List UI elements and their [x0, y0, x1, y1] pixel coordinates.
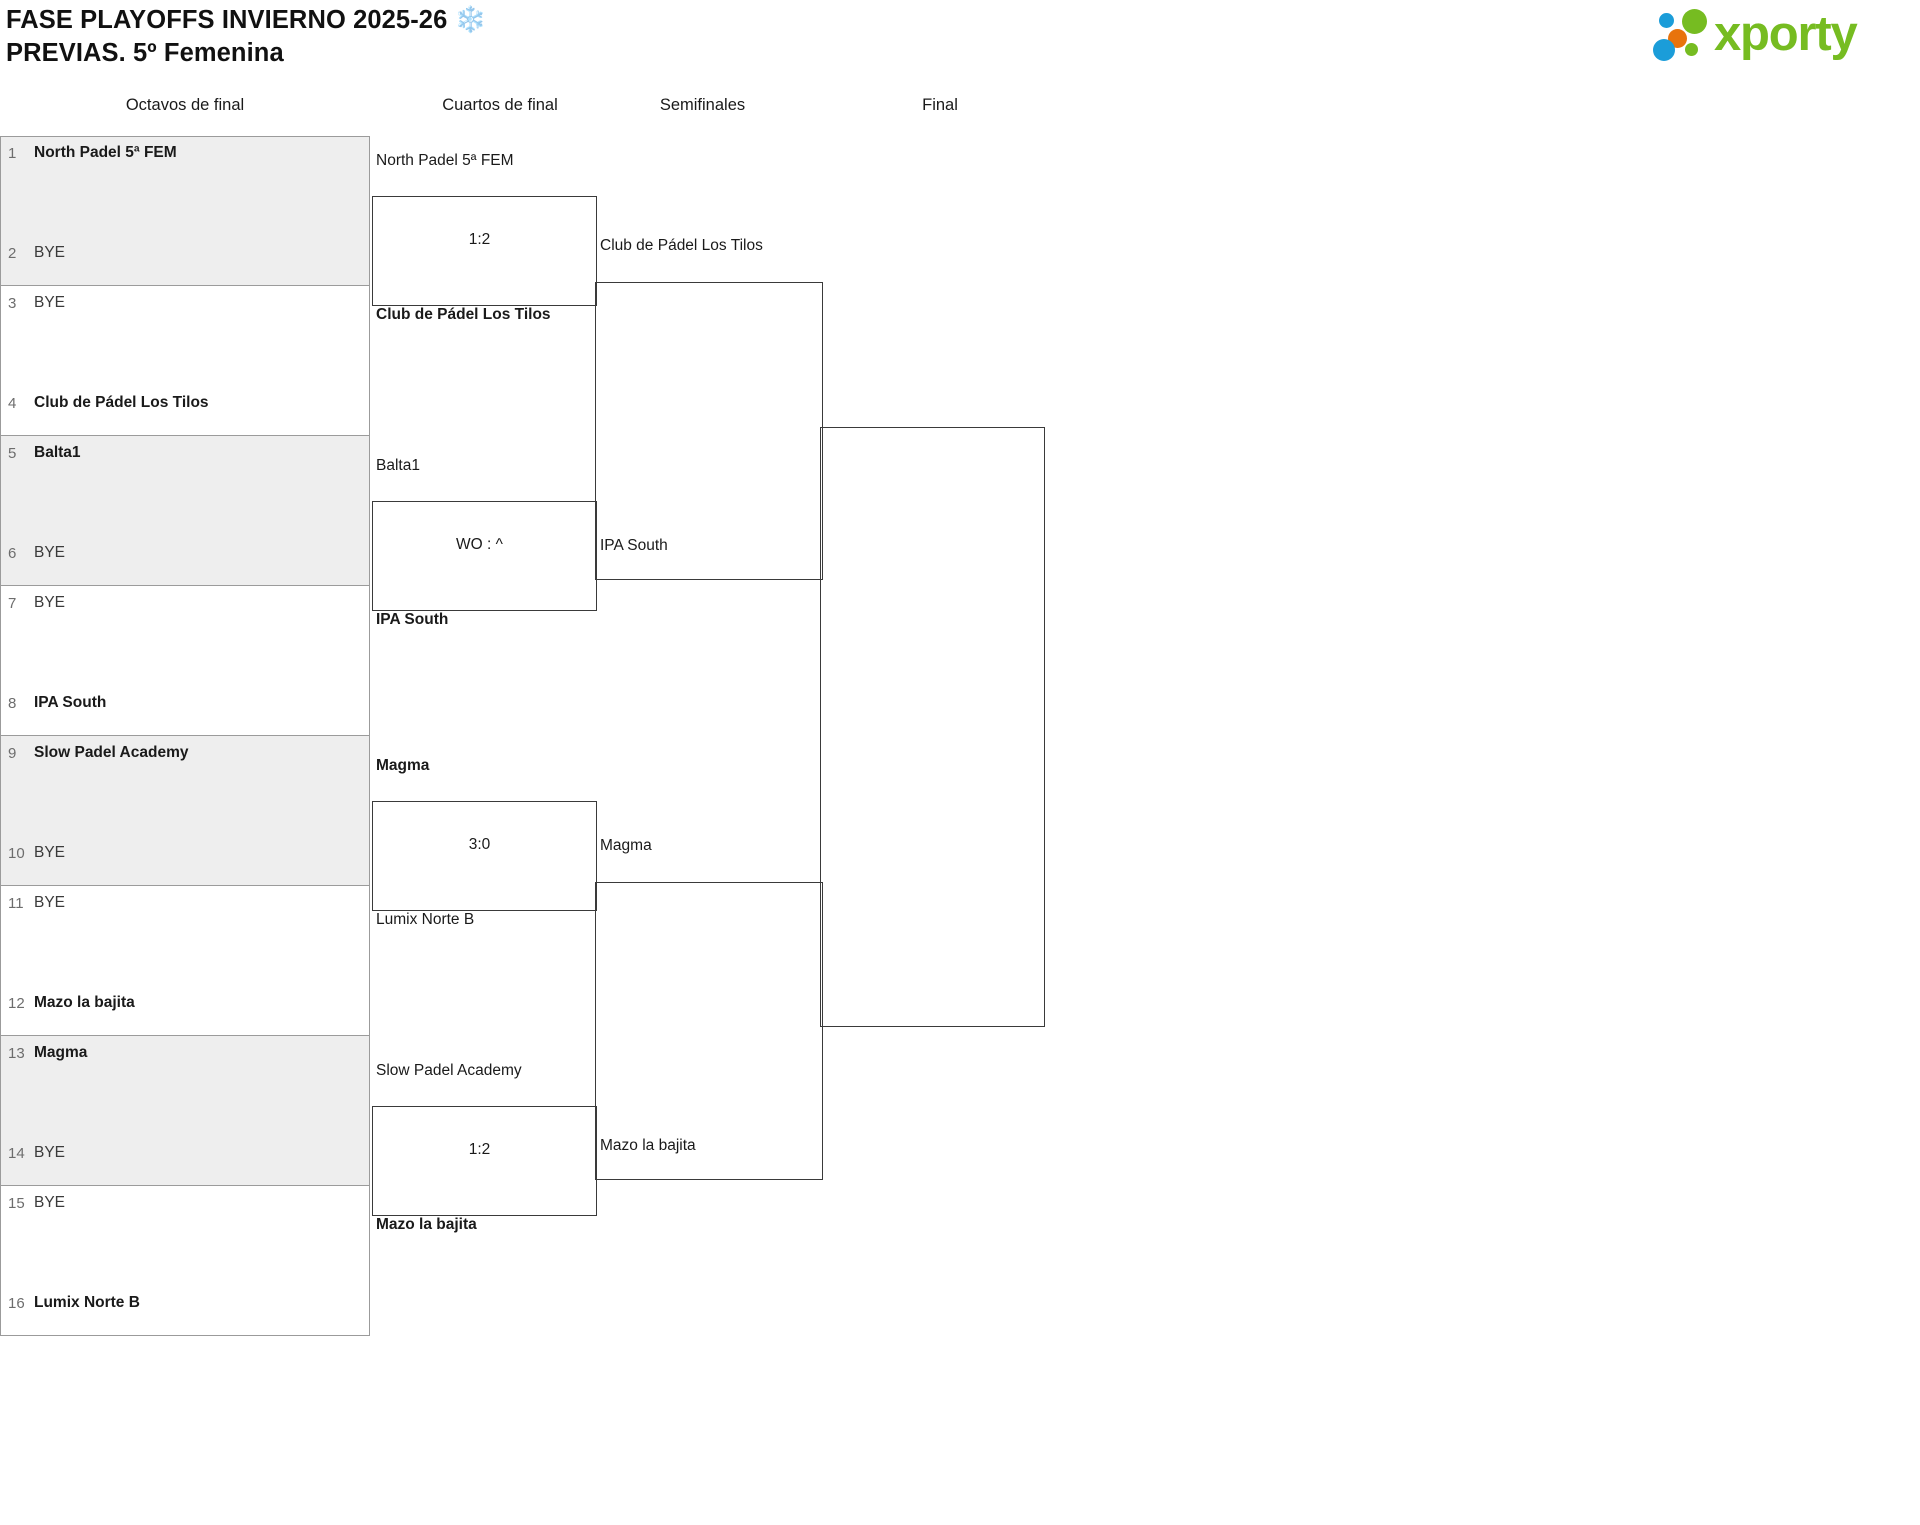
seed-name: Lumix Norte B — [34, 1294, 140, 1311]
seed-name: BYE — [34, 1194, 66, 1211]
seed-name: North Padel 5ª FEM — [34, 144, 177, 161]
qf-match-4-box[interactable] — [372, 1106, 597, 1216]
seed-slot-9[interactable]: 9 Slow Padel Academy — [0, 741, 370, 765]
seed-name: Magma — [34, 1044, 88, 1061]
qf-match-2-bottom-name: IPA South — [376, 611, 449, 628]
r1-match-5[interactable] — [0, 736, 370, 886]
seed-name: IPA South — [34, 694, 107, 711]
seed-name: Club de Pádel Los Tilos — [34, 394, 209, 411]
seed-slot-2[interactable]: 2 BYE — [0, 241, 370, 265]
seed-slot-14[interactable]: 14 BYE — [0, 1141, 370, 1165]
seed-number: 1 — [8, 144, 17, 162]
seed-number: 15 — [8, 1194, 25, 1212]
seed-name: BYE — [34, 1144, 66, 1161]
seed-name: BYE — [34, 844, 66, 861]
sf-match-2-box[interactable] — [595, 882, 823, 1180]
seed-slot-8[interactable]: 8 IPA South — [0, 691, 370, 715]
seed-slot-13[interactable]: 13 Magma — [0, 1041, 370, 1065]
qf-match-3-bottom-name: Lumix Norte B — [376, 911, 475, 928]
seed-slot-11[interactable]: 11 BYE — [0, 891, 370, 915]
qf-match-3-top-name: Magma — [376, 757, 430, 774]
seed-number: 11 — [8, 894, 24, 912]
r1-match-3[interactable] — [0, 436, 370, 586]
seed-number: 13 — [8, 1044, 25, 1062]
logo-dot-green-large — [1682, 9, 1707, 34]
seed-name: Balta1 — [34, 444, 81, 461]
qf-match-2-score: WO : ^ — [456, 536, 503, 553]
qf-match-2-box[interactable] — [372, 501, 597, 611]
qf-match-3-score: 3:0 — [468, 836, 491, 853]
r1-match-7[interactable] — [0, 1036, 370, 1186]
seed-number: 7 — [8, 594, 17, 612]
round-heading-semifinales: Semifinales — [659, 96, 746, 114]
seed-number: 14 — [8, 1144, 25, 1162]
seed-name: BYE — [34, 894, 66, 911]
seed-name: BYE — [34, 244, 66, 261]
sf-match-1-box[interactable] — [595, 282, 823, 580]
seed-name: BYE — [34, 544, 66, 561]
seed-number: 16 — [8, 1294, 25, 1312]
seed-slot-16[interactable]: 16 Lumix Norte B — [0, 1291, 370, 1315]
qf-match-4-top-name: Slow Padel Academy — [376, 1062, 522, 1079]
qf-match-2-top-name: Balta1 — [376, 457, 420, 474]
r1-match-6[interactable] — [0, 886, 370, 1036]
round-heading-octavos: Octavos de final — [125, 96, 245, 114]
seed-slot-10[interactable]: 10 BYE — [0, 841, 370, 865]
round-heading-cuartos: Cuartos de final — [442, 96, 558, 114]
logo-dot-blue-large — [1653, 39, 1675, 61]
qf-match-4-bottom-name: Mazo la bajita — [376, 1216, 477, 1233]
seed-slot-12[interactable]: 12 Mazo la bajita — [0, 991, 370, 1015]
sf-match-2-top-name: Magma — [600, 837, 652, 854]
qf-match-3-box[interactable] — [372, 801, 597, 911]
sf-match-1-top-name: Club de Pádel Los Tilos — [600, 237, 763, 254]
qf-match-1-bottom-name: Club de Pádel Los Tilos — [376, 306, 551, 323]
seed-name: Slow Padel Academy — [34, 744, 189, 761]
seed-slot-6[interactable]: 6 BYE — [0, 541, 370, 565]
r1-match-8[interactable] — [0, 1186, 370, 1336]
seed-number: 3 — [8, 294, 17, 312]
seed-slot-3[interactable]: 3 BYE — [0, 291, 370, 315]
qf-match-4-score: 1:2 — [468, 1141, 491, 1158]
r1-match-1[interactable] — [0, 136, 370, 286]
r1-match-4[interactable] — [0, 586, 370, 736]
sf-match-1-bottom-name: IPA South — [600, 537, 668, 554]
seed-number: 10 — [8, 844, 25, 862]
logo-wordmark: xporty — [1714, 7, 1858, 61]
round-heading-final: Final — [922, 96, 958, 114]
seed-slot-7[interactable]: 7 BYE — [0, 591, 370, 615]
seed-number: 2 — [8, 244, 17, 262]
seed-number: 6 — [8, 544, 17, 562]
seed-number: 9 — [8, 744, 17, 762]
page-title: FASE PLAYOFFS INVIERNO 2025-26 ❄️ PREVIA… — [6, 6, 487, 68]
qf-match-1-score: 1:2 — [468, 231, 491, 248]
seed-slot-1[interactable]: 1 North Padel 5ª FEM — [0, 141, 370, 165]
xporty-logo: xporty — [1652, 6, 1902, 66]
logo-dot-green-small — [1685, 43, 1698, 56]
seed-slot-4[interactable]: 4 Club de Pádel Los Tilos — [0, 391, 370, 415]
seed-slot-5[interactable]: 5 Balta1 — [0, 441, 370, 465]
seed-slot-15[interactable]: 15 BYE — [0, 1191, 370, 1215]
qf-match-1-box[interactable] — [372, 196, 597, 306]
seed-number: 5 — [8, 444, 17, 462]
qf-match-1-top-name: North Padel 5ª FEM — [376, 152, 514, 169]
sf-match-2-bottom-name: Mazo la bajita — [600, 1137, 696, 1154]
final-match-box[interactable] — [820, 427, 1045, 1027]
r1-match-2[interactable] — [0, 286, 370, 436]
seed-number: 12 — [8, 994, 25, 1012]
seed-number: 8 — [8, 694, 17, 712]
logo-dots-icon — [1652, 8, 1714, 64]
seed-name: Mazo la bajita — [34, 994, 135, 1011]
page-header: FASE PLAYOFFS INVIERNO 2025-26 ❄️ PREVIA… — [0, 0, 1920, 88]
logo-dot-blue-small — [1659, 13, 1674, 28]
seed-name: BYE — [34, 594, 66, 611]
seed-number: 4 — [8, 394, 17, 412]
seed-name: BYE — [34, 294, 66, 311]
